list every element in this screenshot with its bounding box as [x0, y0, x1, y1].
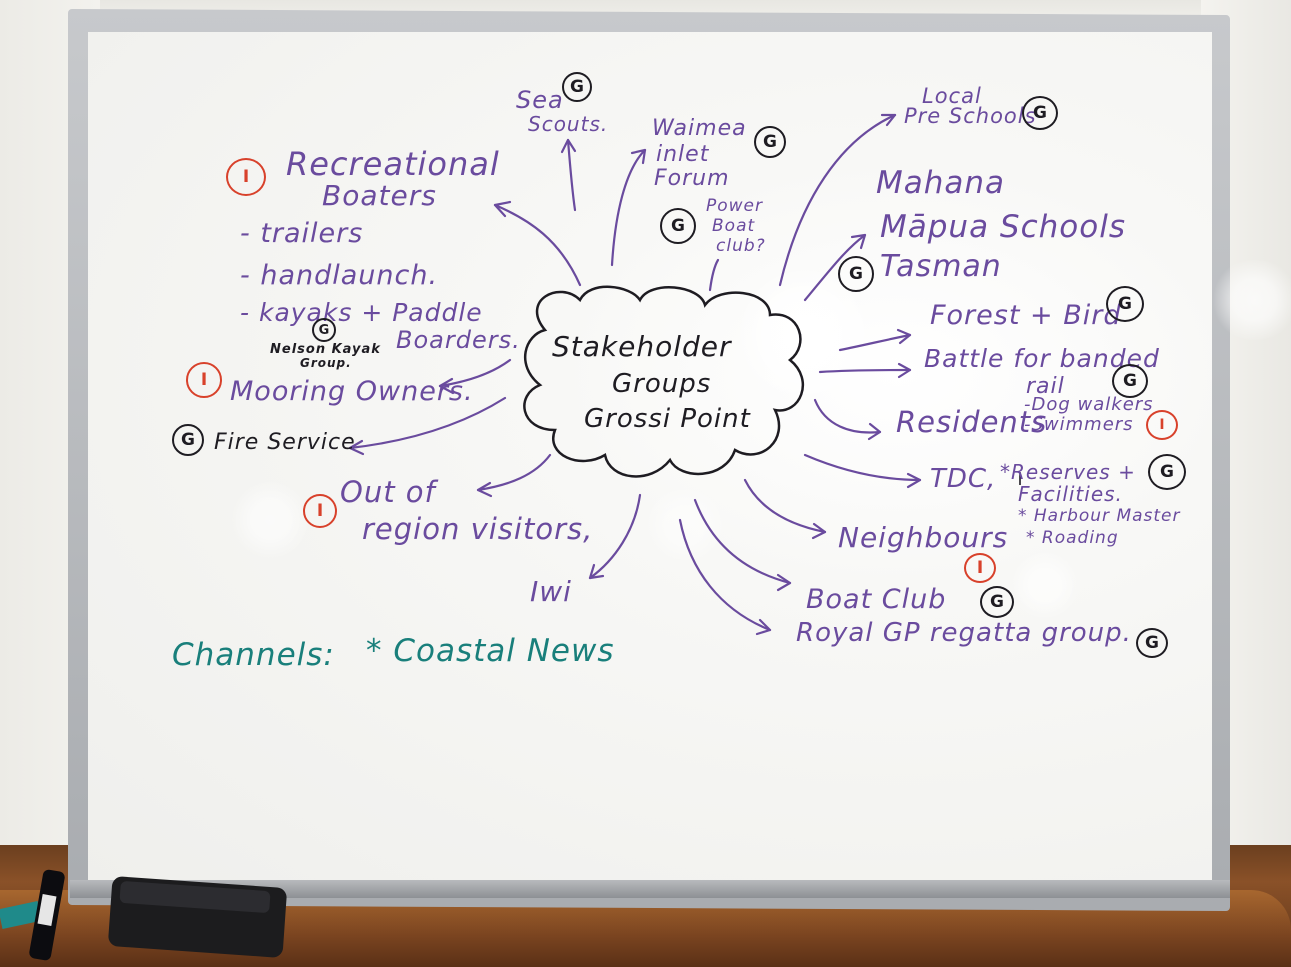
residents-swimmers: -Swimmers [1024, 414, 1134, 435]
arrow-recreational [493, 203, 582, 287]
mark-g-nelson-kayak: G [312, 318, 336, 342]
recreational-title-2: Boaters [322, 179, 437, 212]
arrow-battle [818, 368, 912, 374]
power-boat-line3: club? [716, 236, 766, 256]
mark-g-tasman: G [838, 256, 874, 292]
recreational-item-trailers: - trailers [240, 218, 364, 249]
mark-i-neighbours: I [964, 553, 996, 583]
arrow-tdc [803, 453, 922, 482]
arrow-sea-scouts [566, 138, 577, 212]
arrow-regatta [678, 518, 772, 632]
tdc-roading: * Roading [1026, 528, 1119, 548]
fire-service: Fire Service [214, 430, 356, 455]
mark-g-boat-club: G [980, 586, 1014, 618]
mapua-schools: Māpua Schools [880, 209, 1126, 245]
mark-g-local-preschools: G [1022, 96, 1058, 130]
center-title-line2: Groups [612, 369, 712, 399]
mark-i-recreational: I [226, 158, 266, 196]
residents-dog-walkers: -Dog walkers [1024, 394, 1154, 415]
mark-g-regatta: G [1136, 628, 1168, 658]
mark-g-fire: G [172, 424, 204, 456]
forest-and-bird: Forest + Bird [930, 300, 1122, 331]
mooring-owners: Mooring Owners. [230, 376, 474, 407]
mahana: Mahana [876, 165, 1006, 201]
arrow-iwi [588, 493, 642, 580]
arrow-out-region [476, 453, 552, 492]
mark-i-out-of-region: I [303, 494, 337, 528]
mark-g-tdc: G [1148, 454, 1186, 490]
out-of-region-line2: region visitors, [362, 512, 594, 546]
battle-for-banded-rail-line2: rail [1026, 374, 1065, 399]
tdc-reserves-line1: *Reserves + [1000, 460, 1136, 484]
recreational-item-boarders: Boarders. [396, 326, 521, 354]
power-boat-line1: Power [706, 196, 764, 216]
arrow-mooring [438, 358, 512, 388]
tdc: TDC, [930, 464, 997, 494]
arrow-mapua [803, 233, 867, 302]
recreational-title-1: Recreational [286, 145, 500, 183]
arrow-local-preschools [778, 113, 897, 287]
arrow-waimea [610, 148, 647, 267]
nelson-kayak-group-line2: Group. [300, 356, 352, 370]
recreational-item-kayaks: - kayaks + Paddle [240, 298, 483, 327]
sea-scouts-line1: Sea [516, 86, 564, 114]
waimea-line2: inlet [656, 142, 710, 167]
center-cloud [523, 285, 804, 478]
tdc-harbour-master: * Harbour Master [1018, 506, 1181, 526]
arrow-boat-club [693, 498, 792, 585]
neighbours: Neighbours [838, 521, 1009, 554]
mark-i-residents: I [1146, 410, 1178, 440]
arrow-neighbours [743, 478, 827, 534]
mark-g-sea-scouts: G [562, 72, 592, 102]
channels-label: Channels: [172, 637, 335, 673]
boat-club: Boat Club [806, 584, 947, 615]
arrow-residents [813, 398, 882, 434]
center-title-line3: Grossi Point [584, 404, 751, 434]
channels-coastal-news: * Coastal News [366, 633, 615, 669]
whiteboard [88, 32, 1212, 884]
out-of-region-line1: Out of [340, 475, 436, 509]
arrow-fire [348, 396, 507, 450]
local-preschools-line2: Pre Schools [904, 104, 1037, 128]
mark-i-mooring: I [186, 362, 222, 398]
recreational-item-handlaunch: - handlaunch. [240, 260, 439, 291]
arrow-forest [838, 333, 912, 352]
center-title-line1: Stakeholder [552, 330, 732, 363]
mark-g-waimea: G [754, 126, 786, 158]
waimea-line3: Forum [654, 166, 730, 191]
nelson-kayak-group-line1: Nelson Kayak [270, 342, 381, 357]
mark-g-battle: G [1112, 364, 1148, 398]
tasman: Tasman [880, 249, 1002, 284]
waimea-line1: Waimea [652, 116, 747, 141]
tdc-reserves-line2: Facilities. [1018, 482, 1123, 506]
residents: Residents [896, 405, 1048, 439]
arrow-power-boat [708, 258, 720, 292]
mark-g-forest-bird: G [1106, 286, 1144, 322]
local-preschools-line1: Local [922, 84, 982, 108]
whiteboard-tray [70, 880, 1230, 898]
iwi: Iwi [530, 575, 572, 608]
mark-g-power-boat: G [660, 208, 696, 244]
power-boat-line2: Boat [712, 216, 756, 236]
royal-gp-regatta-group: Royal GP regatta group. [796, 618, 1132, 648]
sea-scouts-line2: Scouts. [528, 112, 609, 136]
